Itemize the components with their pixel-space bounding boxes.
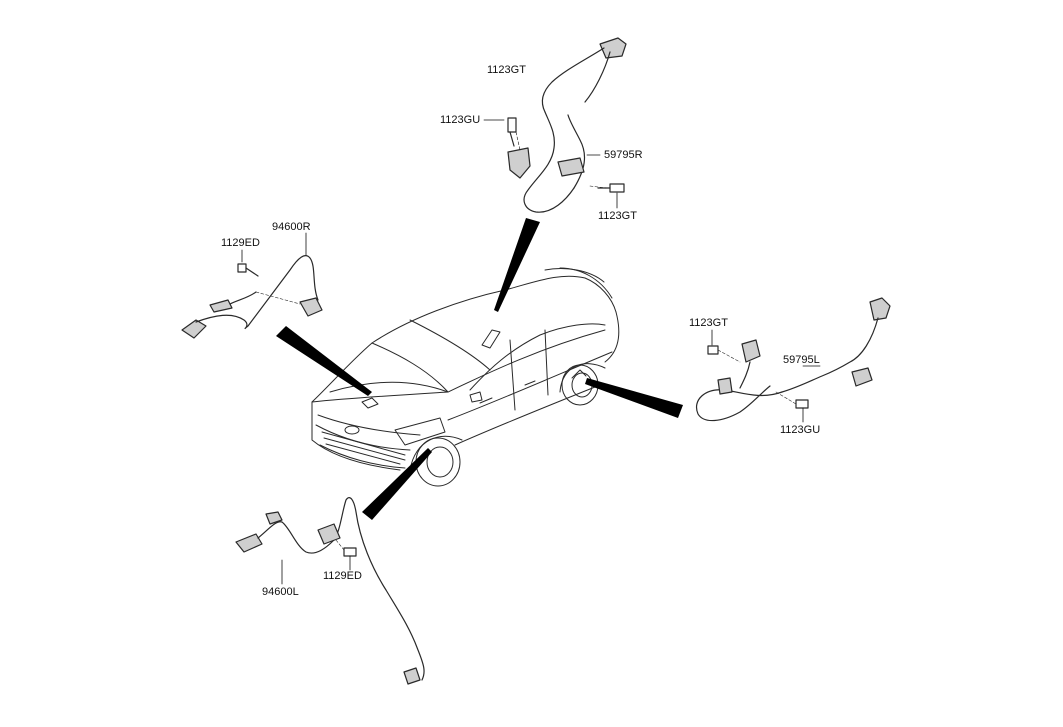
rear-right-harness-assembly xyxy=(483,37,627,213)
label-94600r: 94600R xyxy=(272,221,311,233)
label-94600l: 94600L xyxy=(262,586,299,598)
pointer-front-left xyxy=(362,448,432,520)
label-1123gt-top: 1123GT xyxy=(487,64,526,76)
label-1123gt-right: 1123GT xyxy=(689,317,728,329)
pointer-rear-left xyxy=(585,378,683,418)
label-1123gu-top: 1123GU xyxy=(440,114,481,126)
label-1123gt-bottom: 1123GT xyxy=(598,210,637,222)
label-1129ed-bottom: 1129ED xyxy=(323,570,362,582)
callout-pointers xyxy=(276,218,683,520)
pointer-front-right xyxy=(276,326,372,396)
front-left-sensor-assembly xyxy=(235,497,425,685)
car-illustration xyxy=(311,267,620,487)
label-59795r: 59795R xyxy=(604,149,643,161)
label-1123gu-right: 1123GU xyxy=(780,424,821,436)
label-59795l: 59795L xyxy=(783,354,820,366)
rear-left-harness-assembly xyxy=(696,297,891,423)
pointer-rear-right xyxy=(494,218,540,312)
label-1129ed-top: 1129ED xyxy=(221,237,260,249)
front-right-sensor-assembly xyxy=(181,232,323,339)
